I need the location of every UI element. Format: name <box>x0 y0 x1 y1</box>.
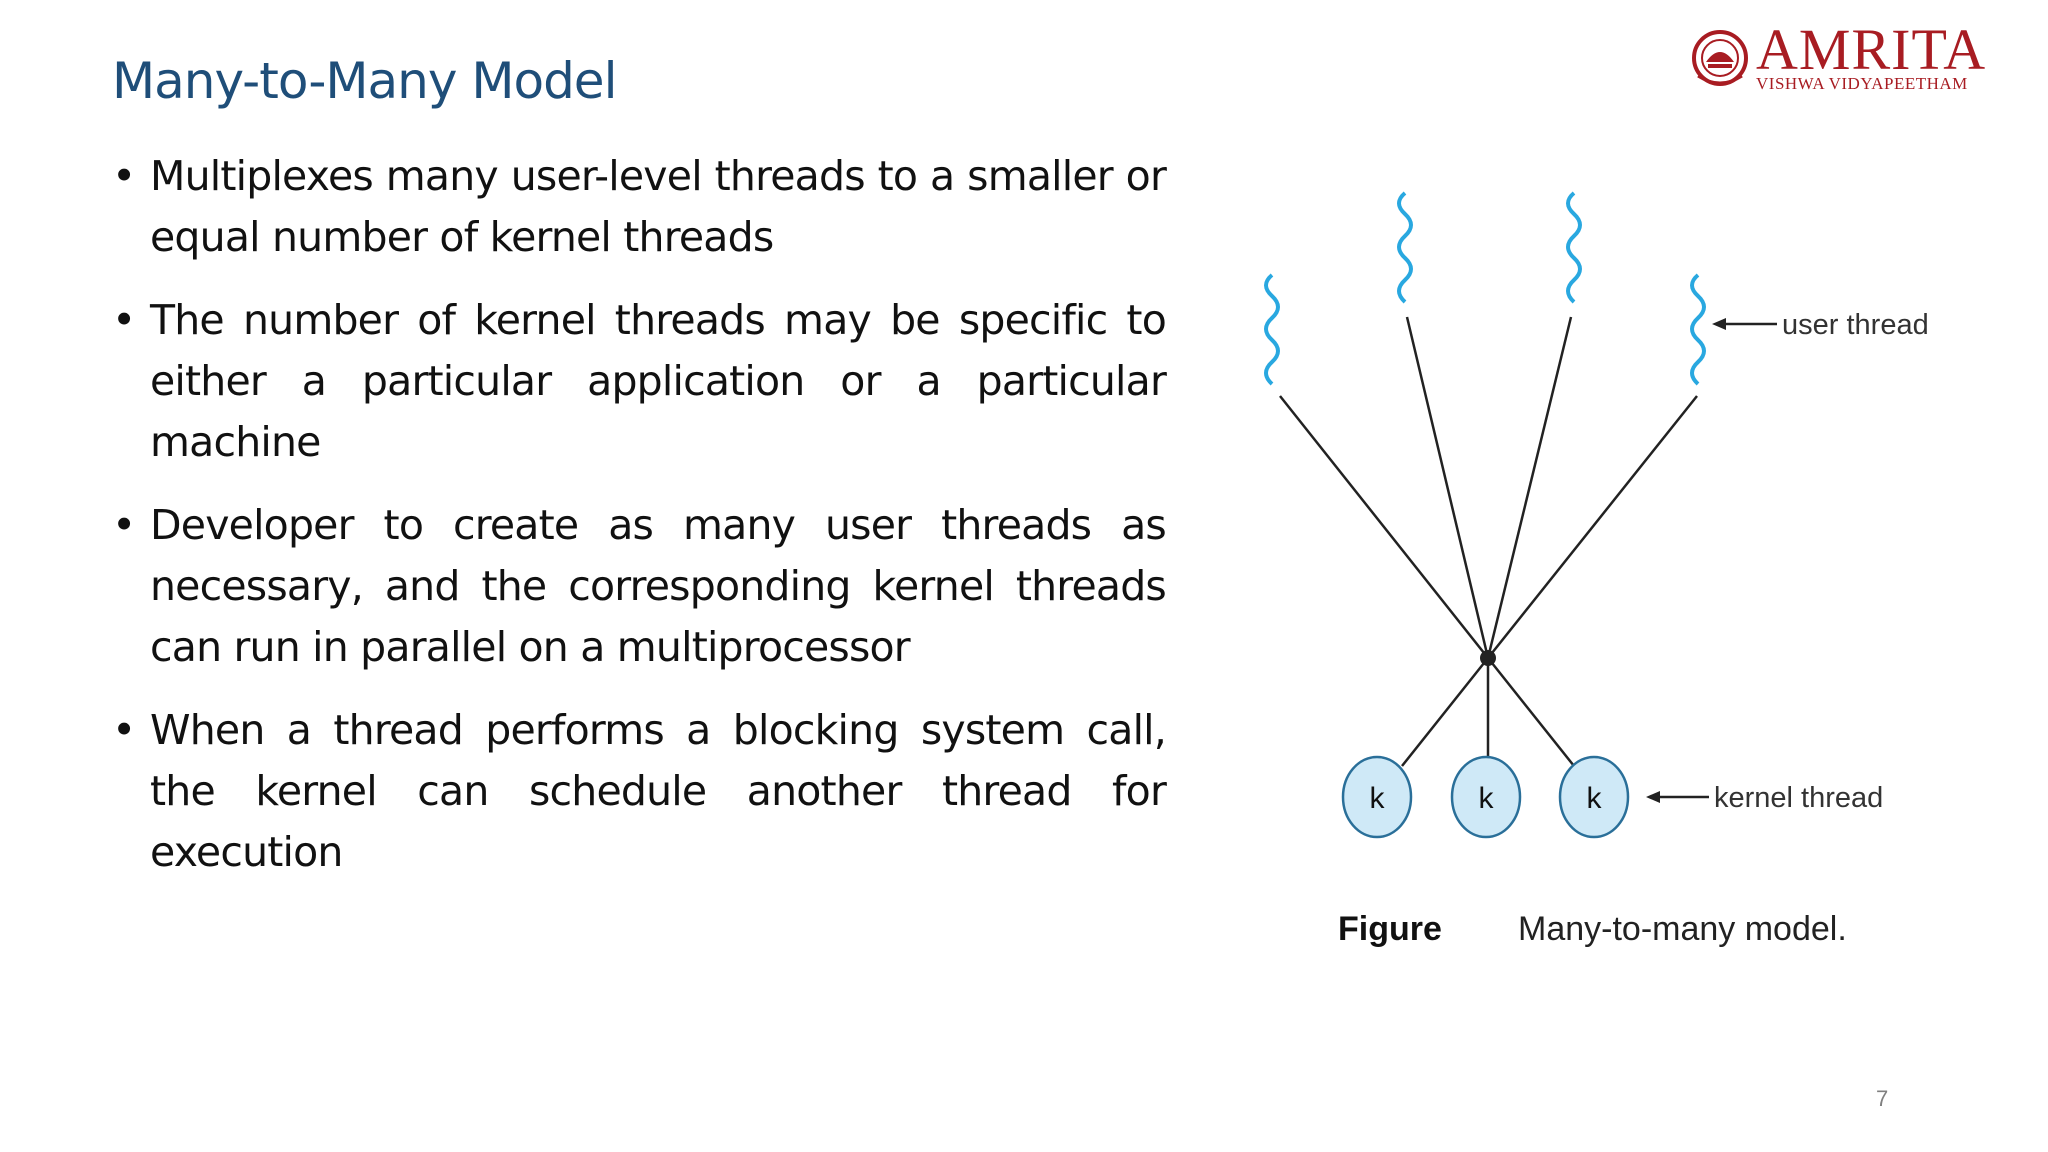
connector-line <box>1401 657 1489 767</box>
kernel-thread-node <box>1341 755 1413 839</box>
bullet-marker: • <box>112 706 136 754</box>
amrita-logo: AMRITA VISHWA VIDYAPEETHAM <box>1684 17 2036 96</box>
kernel-node-label: k <box>1370 782 1386 815</box>
bullet-text: Multiplexes many user-level threads to a… <box>150 152 1167 261</box>
connector-line <box>1279 395 1489 659</box>
connector-line <box>1486 316 1573 659</box>
bullet-item: • The number of kernel threads may be sp… <box>112 290 1167 473</box>
kernel-thread-label: kernel thread <box>1714 782 1883 814</box>
bullet-marker: • <box>112 296 136 344</box>
amrita-emblem-icon <box>1692 30 1748 86</box>
many-to-many-diagram: k k k user thread kernel thread <box>1264 191 1929 839</box>
user-thread-1 <box>1264 273 1280 386</box>
kernel-thread-node <box>1450 755 1522 839</box>
figure-caption-text: Many-to-many model. <box>1518 910 1847 948</box>
bullet-text: Developer to create as many user threads… <box>150 501 1167 671</box>
bullet-item: • Multiplexes many user-level threads to… <box>112 146 1167 268</box>
page-number: 7 <box>1876 1086 1889 1111</box>
bullet-item: • Developer to create as many user threa… <box>112 495 1167 678</box>
user-thread-label: user thread <box>1782 309 1929 341</box>
kernel-node-label: k <box>1479 782 1495 815</box>
connector-line <box>1487 657 1575 767</box>
bullet-text: When a thread performs a blocking system… <box>150 706 1167 876</box>
user-thread-4 <box>1690 273 1706 386</box>
slide-title: Many-to-Many Model <box>112 52 617 110</box>
junction-dot <box>1480 650 1496 666</box>
bullet-marker: • <box>112 152 136 200</box>
arrowhead-icon <box>1646 791 1660 803</box>
kernel-thread-node <box>1558 755 1630 839</box>
user-thread-3 <box>1566 191 1582 304</box>
bullet-item: • When a thread performs a blocking syst… <box>112 700 1167 883</box>
logo-subtitle: VISHWA VIDYAPEETHAM <box>1756 74 1968 93</box>
figure-caption-label: Figure <box>1338 910 1442 948</box>
connector-line <box>1405 316 1490 659</box>
user-thread-2 <box>1397 191 1413 304</box>
kernel-node-label: k <box>1587 782 1603 815</box>
logo-name: AMRITA <box>1756 17 1987 82</box>
arrowhead-icon <box>1712 318 1726 330</box>
connector-line <box>1487 395 1698 659</box>
bullet-text: The number of kernel threads may be spec… <box>150 296 1167 466</box>
bullet-list: • Multiplexes many user-level threads to… <box>112 146 1167 905</box>
bullet-marker: • <box>112 501 136 549</box>
